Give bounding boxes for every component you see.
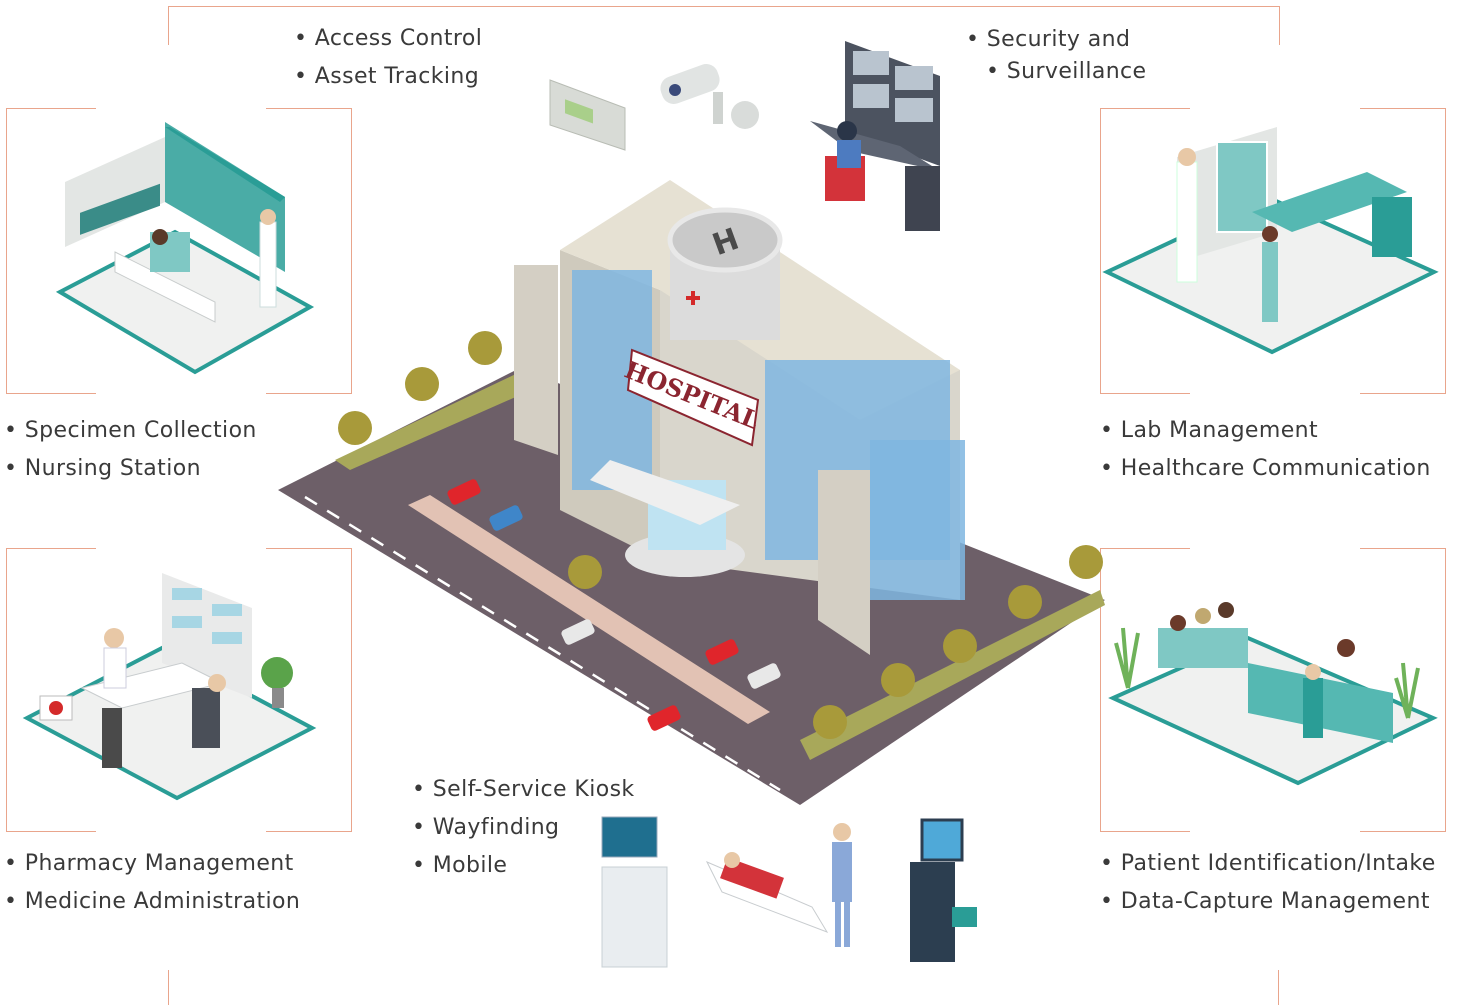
- lab-room-illustration: [1102, 127, 1439, 355]
- item-specimen-collection: Specimen Collection: [4, 412, 257, 450]
- helipad-top: [667, 207, 783, 273]
- item-nursing-station: Nursing Station: [4, 450, 257, 488]
- hospital-sign-board: [626, 348, 760, 447]
- trees: [338, 331, 1103, 739]
- item-pharmacy-management: Pharmacy Management: [4, 845, 300, 883]
- list-patient-datacapture: Patient Identification/Intake Data-Captu…: [1100, 845, 1436, 921]
- item-access-control: Access Control: [294, 20, 482, 58]
- kiosk-screen-left: [601, 816, 658, 858]
- nursing-room-illustration: [55, 122, 315, 375]
- list-specimen-nursing: Specimen Collection Nursing Station: [4, 412, 257, 488]
- kiosk-screen-right: [920, 818, 964, 862]
- item-asset-tracking: Asset Tracking: [294, 58, 482, 96]
- item-self-service-kiosk: Self-Service Kiosk: [412, 771, 635, 809]
- item-data-capture-management: Data-Capture Management: [1100, 883, 1436, 921]
- left-tower: [514, 265, 558, 455]
- right-tower: [818, 470, 870, 655]
- kiosk-patient-illustration: [601, 816, 977, 968]
- frame-top: [168, 6, 1280, 45]
- frame-bottom-left-tick: [168, 970, 169, 1005]
- grass-strip-right: [800, 590, 1105, 760]
- list-lab-communication: Lab Management Healthcare Communication: [1100, 412, 1431, 488]
- item-patient-identification: Patient Identification/Intake: [1100, 845, 1436, 883]
- pharmacy-illustration: [22, 573, 317, 801]
- frame-bottom-right-tick: [1278, 970, 1279, 1005]
- item-lab-management: Lab Management: [1100, 412, 1431, 450]
- list-pharmacy-medicine: Pharmacy Management Medicine Administrat…: [4, 845, 300, 921]
- item-security-line1: Security and: [966, 24, 1146, 56]
- median: [408, 495, 770, 724]
- list-kiosk-wayfinding-mobile: Self-Service Kiosk Wayfinding Mobile: [412, 771, 635, 885]
- camera-lens-icon: [669, 84, 681, 96]
- item-wayfinding: Wayfinding: [412, 809, 635, 847]
- item-healthcare-communication: Healthcare Communication: [1100, 450, 1431, 488]
- access-devices-illustration: [549, 63, 759, 151]
- list-security: Security and Surveillance: [966, 24, 1146, 88]
- cars: [447, 479, 781, 731]
- item-medicine-administration: Medicine Administration: [4, 883, 300, 921]
- security-desk-illustration: [810, 41, 940, 231]
- grass-strip-left: [335, 372, 545, 470]
- reception-illustration: [1108, 602, 1438, 786]
- item-security-line2: Surveillance: [966, 56, 1146, 88]
- list-access-tracking: Access Control Asset Tracking: [294, 20, 482, 96]
- item-mobile: Mobile: [412, 847, 635, 885]
